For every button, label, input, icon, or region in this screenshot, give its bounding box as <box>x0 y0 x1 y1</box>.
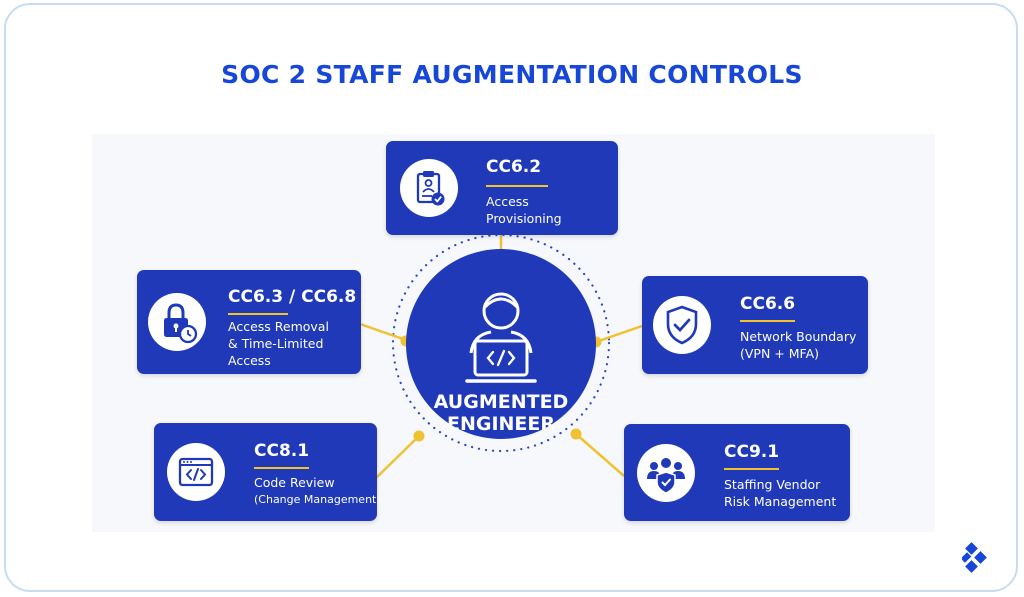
control-code: CC8.1 <box>254 441 310 461</box>
hub-label-line2: ENGINEER <box>446 413 556 435</box>
control-card-cc66: CC6.6 Network Boundary (VPN + MFA) <box>642 276 868 374</box>
description-line: Access <box>486 194 529 209</box>
control-code: CC6.3 / CC6.8 <box>228 287 357 307</box>
card-icon-circle <box>637 444 695 502</box>
description-line: Network Boundary <box>740 329 857 344</box>
description-line: Staffing Vendor <box>724 477 821 492</box>
clipboard-badge-icon <box>416 171 445 206</box>
description-line: Provisioning <box>486 211 562 226</box>
description-line: Access Removal <box>228 319 329 334</box>
control-description: Network Boundary (VPN + MFA) <box>740 328 856 362</box>
description-line: Access <box>228 353 271 368</box>
description-line: (VPN + MFA) <box>740 346 819 361</box>
control-card-cc81: CC8.1 Code Review (Change Management) <box>154 423 381 521</box>
control-code: CC9.1 <box>724 442 780 462</box>
control-card-cc62: CC6.2 Access Provisioning <box>386 141 618 235</box>
code-window-icon <box>178 457 214 487</box>
accent-underline <box>254 467 309 469</box>
accent-underline <box>740 320 795 322</box>
control-description: Code Review (Change Management) <box>254 474 381 508</box>
hub-label-line1: AUGMENTED <box>433 391 569 413</box>
connector-cc81 <box>375 435 420 479</box>
accent-underline <box>486 185 548 187</box>
connector-cc63 <box>359 322 407 342</box>
brand-logo-icon <box>962 542 987 573</box>
control-code: CC6.2 <box>486 157 542 177</box>
connector-dot-cc91 <box>570 428 582 440</box>
shield-check-icon <box>666 305 698 345</box>
accent-underline <box>228 313 288 315</box>
description-line: & Time-Limited <box>228 336 324 351</box>
control-description: Staffing Vendor Risk Management <box>724 476 836 510</box>
control-description: Access Removal & Time-Limited Access <box>228 318 329 369</box>
connector-cc66 <box>595 324 643 344</box>
card-icon-circle <box>400 159 458 217</box>
control-code: CC6.6 <box>740 294 796 314</box>
control-description: Access Provisioning <box>486 193 562 227</box>
team-shield-icon <box>647 458 685 494</box>
card-icon-circle <box>653 296 711 354</box>
lock-clock-icon <box>164 303 198 344</box>
control-card-cc63-cc68: CC6.3 / CC6.8 Access Removal & Time-Limi… <box>137 270 361 374</box>
orbit-ring <box>391 233 611 453</box>
description-line: Risk Management <box>724 494 837 509</box>
connector-dot-cc81 <box>413 430 425 442</box>
hub-label: AUGMENTED ENGINEER <box>406 391 596 435</box>
control-card-cc91: CC9.1 Staffing Vendor Risk Management <box>624 424 850 521</box>
description-line: (Change Management) <box>254 493 381 506</box>
accent-underline <box>724 468 779 470</box>
engineer-laptop-icon <box>465 292 537 383</box>
card-icon-circle <box>167 443 225 501</box>
hub-augmented-engineer: AUGMENTED ENGINEER <box>406 249 596 439</box>
card-icon-circle <box>148 293 206 351</box>
page-title: SOC 2 STAFF AUGMENTATION CONTROLS <box>221 60 803 89</box>
description-line: Code Review <box>254 475 335 490</box>
connector-cc91 <box>575 433 625 477</box>
